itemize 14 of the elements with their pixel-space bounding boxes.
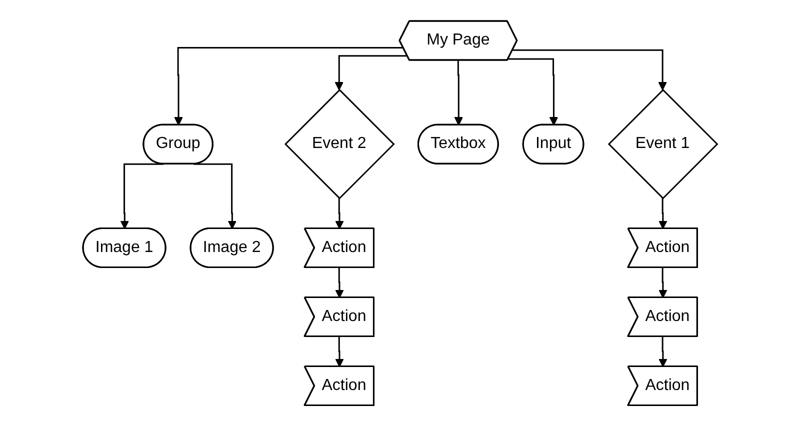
arrow xyxy=(454,60,463,126)
arrow xyxy=(658,198,668,230)
arrow xyxy=(194,164,236,230)
node-diamond: Event 2 xyxy=(284,89,395,200)
arrow xyxy=(334,336,344,368)
arrow xyxy=(508,58,558,126)
arrow xyxy=(512,50,667,91)
arrow xyxy=(658,267,668,299)
node-diamond: Event 1 xyxy=(608,89,718,200)
arrow xyxy=(174,47,404,126)
arrow xyxy=(334,55,408,91)
arrow xyxy=(658,336,668,368)
arrow xyxy=(334,198,344,230)
arrow xyxy=(334,267,344,299)
